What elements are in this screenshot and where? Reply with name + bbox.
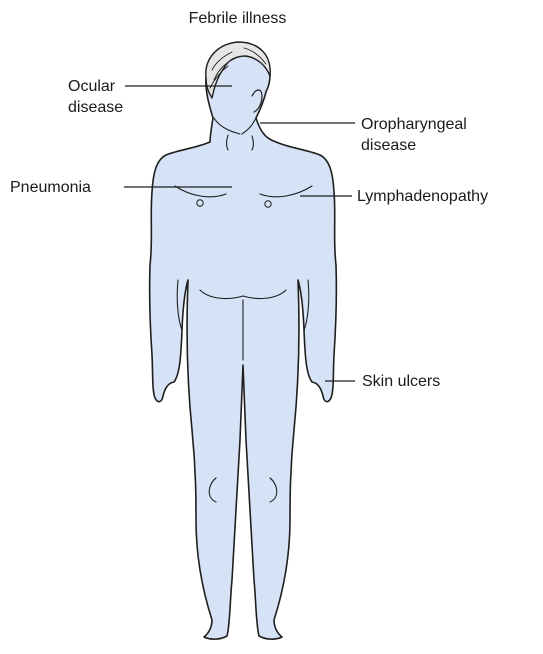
label-ocular-disease: Ocular disease bbox=[68, 76, 123, 118]
label-oropharyngeal-disease: Oropharyngeal disease bbox=[361, 114, 467, 156]
label-skin-ulcers: Skin ulcers bbox=[362, 371, 440, 392]
human-figure bbox=[150, 42, 337, 639]
label-lymphadenopathy: Lymphadenopathy bbox=[357, 186, 488, 207]
label-pneumonia: Pneumonia bbox=[10, 177, 91, 198]
